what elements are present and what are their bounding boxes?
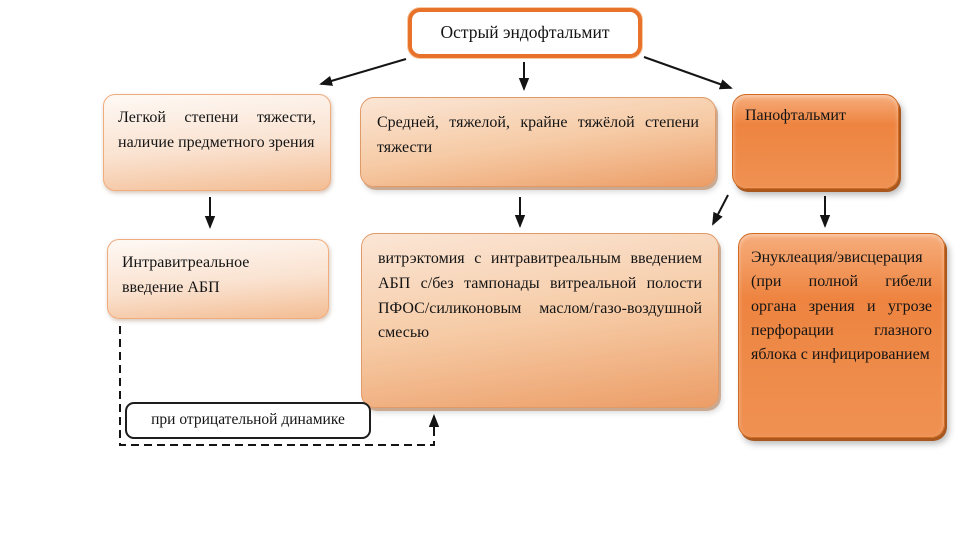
node-acute-endophthalmitis: Острый эндофтальмит [408, 8, 642, 58]
edge-panophthalmitis-to-vitrectomy [712, 194, 729, 226]
node-panophthalmitis: Панофтальмит [732, 94, 899, 189]
node-mild-severity: Легкой степени тяжести, наличие предметн… [103, 94, 331, 191]
node-negative-dynamics: при отрицательной динамике [125, 402, 371, 439]
node-vitrectomy: витрэктомия с интравитреальным введением… [361, 233, 719, 408]
node-intravitreal-abp: Интравитреальное введение АБП [107, 239, 329, 319]
node-moderate-severe-severity: Средней, тяжелой, крайне тяжёлой степени… [360, 97, 716, 187]
node-enucleation-evisceration: Энуклеация/эвисцерация (при полной гибел… [738, 233, 945, 438]
edge-root-to-panophthalmitis [643, 56, 733, 90]
edge-root-to-mild [319, 58, 407, 86]
